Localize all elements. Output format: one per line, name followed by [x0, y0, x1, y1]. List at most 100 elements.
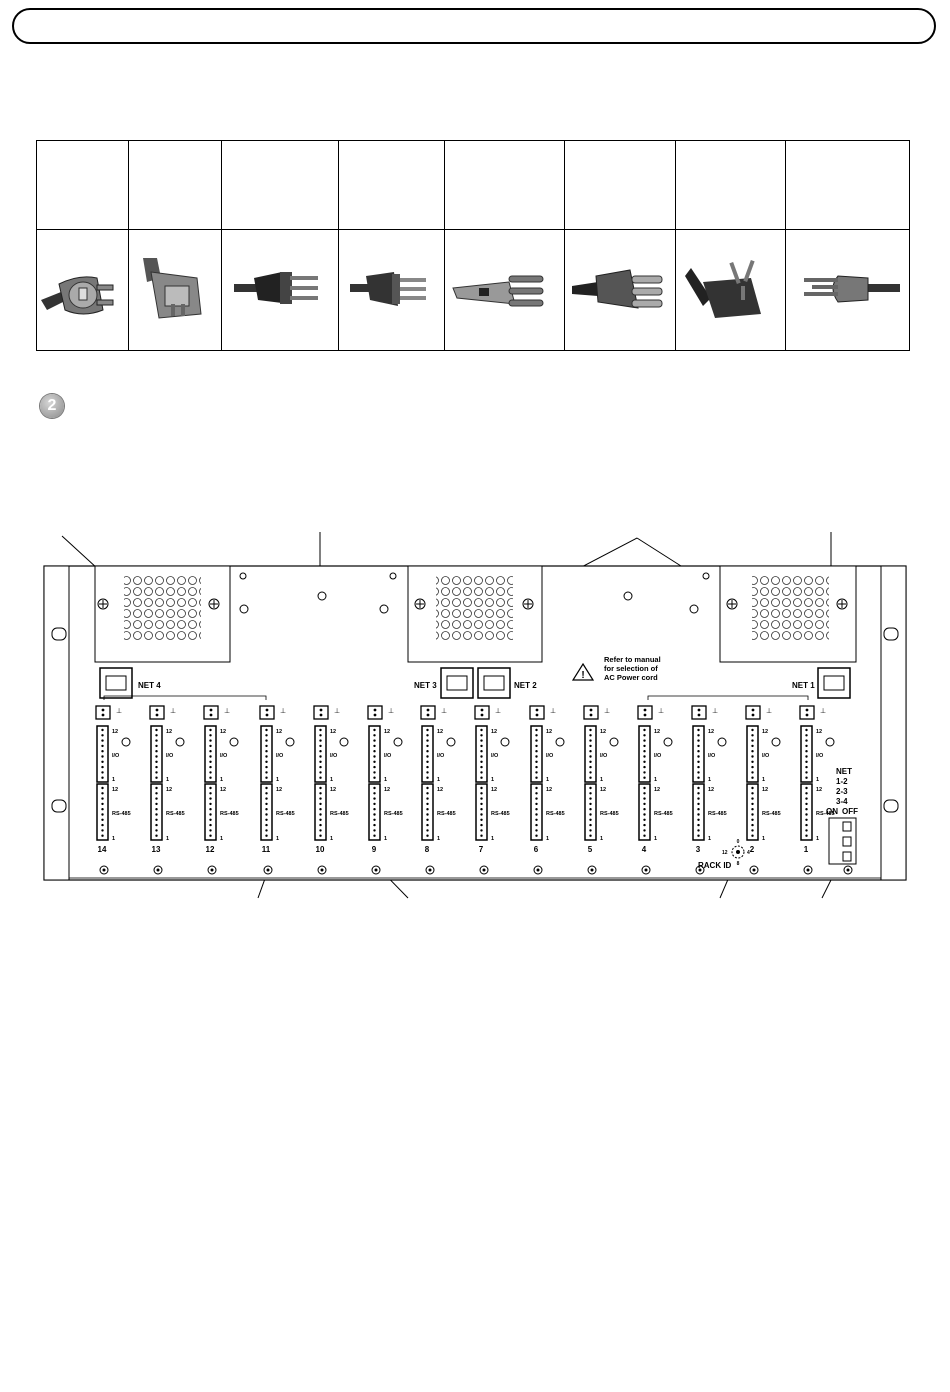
pin-label-io: I/O [112, 753, 120, 759]
pin-label-rs485: RS-485 [166, 811, 185, 817]
table-cell [785, 229, 910, 351]
pin-label-top: 12 [546, 787, 552, 793]
pin-label-one: 1 [384, 777, 387, 783]
net-switch-row-1: 1-2 [836, 777, 848, 786]
slot-number: 12 [206, 845, 215, 854]
svg-text:⊥: ⊥ [495, 708, 501, 715]
pin-label-rs485: RS-485 [491, 811, 510, 817]
schuko-plug-image [40, 275, 113, 314]
pin-label-io: I/O [166, 753, 174, 759]
pin-label-rs485: RS-485 [112, 811, 131, 817]
pin-label-rs485: RS-485 [600, 811, 619, 817]
pin-label-one: 1 [708, 777, 711, 783]
rack-id-dial-0: 0 [737, 839, 740, 845]
pin-label-one: 1 [600, 836, 603, 842]
dip-switch-1[interactable] [842, 821, 852, 832]
net2-label: NET 2 [514, 681, 537, 690]
pin-label-io: I/O [276, 753, 284, 759]
pin-label-top: 12 [384, 787, 390, 793]
slot-number: 13 [152, 845, 161, 854]
fan-center [407, 565, 543, 663]
rack-id-dial-8: 8 [737, 861, 740, 867]
net4-label: NET 4 [138, 681, 161, 690]
pin-label-one: 1 [654, 777, 657, 783]
pin-label-one: 1 [166, 836, 169, 842]
svg-text:⊥: ⊥ [334, 708, 340, 715]
rack-id-dial-12: 12 [722, 850, 728, 856]
pin-label-one: 1 [330, 777, 333, 783]
round-pin-plug-image [234, 271, 318, 304]
pin-label-top: 12 [330, 729, 336, 735]
rack-id-dial: 0 4 8 12 RACK ID [698, 839, 750, 870]
pin-label-top: 12 [816, 729, 822, 735]
table-cell [221, 229, 339, 351]
pin-label-rs485: RS-485 [816, 811, 835, 817]
step-number-badge: 2 [40, 394, 64, 418]
table-cell [338, 229, 445, 351]
net1-port: NET 1 [792, 667, 851, 699]
power-cord-table [36, 140, 910, 351]
dip-switch-2[interactable] [842, 836, 852, 847]
pin-label-rs485: RS-485 [220, 811, 239, 817]
table-cell [444, 229, 565, 351]
slot-number: 6 [534, 845, 539, 854]
pin-label-top: 12 [600, 729, 606, 735]
long-plug-image [451, 275, 543, 306]
pin-label-rs485: RS-485 [384, 811, 403, 817]
pin-label-top: 12 [437, 787, 443, 793]
slot-number: 4 [642, 845, 647, 854]
three-pin-plug-image [349, 271, 426, 306]
large-pin-plug-image [572, 268, 663, 309]
table-header-row [36, 140, 910, 230]
pin-label-top: 12 [166, 729, 172, 735]
pin-label-top: 12 [220, 729, 226, 735]
net-switch-on-label: ON [826, 807, 838, 816]
pin-label-one: 1 [491, 836, 494, 842]
net3-port: NET 3 [414, 667, 474, 699]
pin-label-one: 1 [708, 836, 711, 842]
panel-screws [239, 572, 710, 614]
net4-port: NET 4 [99, 667, 161, 699]
pin-label-io: I/O [330, 753, 338, 759]
slot-number: 11 [262, 845, 271, 854]
fan-right [719, 565, 857, 663]
svg-text:⊥: ⊥ [170, 708, 176, 715]
svg-text:⊥: ⊥ [388, 708, 394, 715]
pin-label-one: 1 [384, 836, 387, 842]
pin-label-one: 1 [112, 777, 115, 783]
pin-label-rs485: RS-485 [708, 811, 727, 817]
table-cell [36, 229, 129, 351]
rack-rear-panel-diagram: NET 4 NET 3 NET 2 NET 1 ! Refer to manua… [43, 532, 907, 899]
pin-label-top: 12 [112, 729, 118, 735]
slot-number: 10 [316, 845, 325, 854]
svg-text:⊥: ⊥ [604, 708, 610, 715]
angled-plug-image [143, 257, 202, 319]
pin-label-one: 1 [330, 836, 333, 842]
slot-number: 3 [696, 845, 701, 854]
pin-label-top: 12 [384, 729, 390, 735]
slot-number: 5 [588, 845, 593, 854]
pin-label-top: 12 [330, 787, 336, 793]
svg-text:⊥: ⊥ [712, 708, 718, 715]
pin-label-top: 12 [220, 787, 226, 793]
net-switch-block: NET 1-2 2-3 3-4 ON OFF [826, 767, 858, 865]
table-cell [785, 140, 910, 230]
dip-switch-3[interactable] [842, 851, 852, 862]
pin-label-one: 1 [600, 777, 603, 783]
pin-label-top: 12 [112, 787, 118, 793]
pin-label-top: 12 [708, 787, 714, 793]
rack-id-label: RACK ID [698, 861, 732, 870]
net-switch-title: NET [836, 767, 852, 776]
pin-label-one: 1 [276, 836, 279, 842]
pin-label-top: 12 [276, 729, 282, 735]
net-switch-row-2: 2-3 [836, 787, 848, 796]
warning-line-1: Refer to manual [604, 655, 661, 664]
pin-label-io: I/O [437, 753, 445, 759]
pin-label-io: I/O [654, 753, 662, 759]
